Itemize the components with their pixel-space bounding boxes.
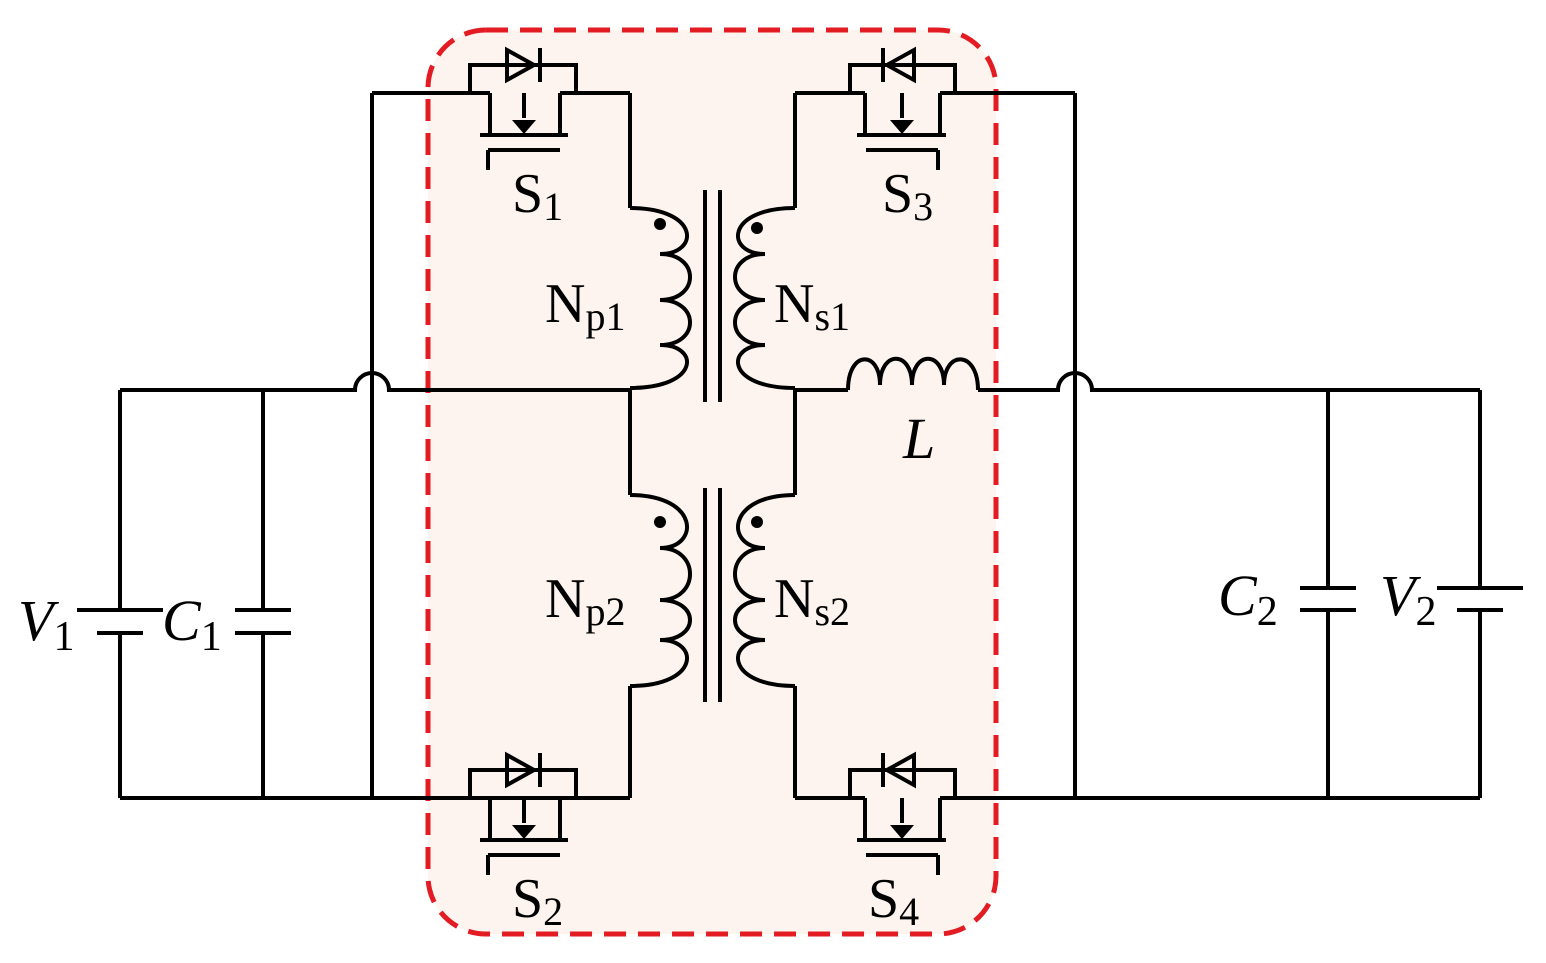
switch-s3 [795, 46, 1075, 170]
s4-diode-icon [882, 751, 916, 789]
right-load-network [1073, 93, 1523, 798]
np1-coil [629, 206, 692, 390]
label-v2: V2 [1380, 563, 1436, 635]
s1-diode-icon [505, 46, 539, 84]
label-s3: S3 [882, 163, 933, 229]
label-s4: S4 [868, 868, 919, 934]
label-c2: C2 [1218, 563, 1278, 635]
label-np1: Np1 [545, 273, 625, 339]
label-inductor: L [902, 406, 935, 471]
primary-windings [628, 93, 692, 798]
np2-dot-marker [654, 516, 666, 528]
label-s2: S2 [512, 868, 563, 934]
np2-coil [629, 493, 692, 688]
s3-diode-icon [882, 46, 916, 84]
left-source-network [77, 93, 630, 800]
ns1-coil [733, 206, 796, 390]
switch-s1 [372, 46, 630, 170]
label-s1: S1 [512, 163, 563, 229]
label-ns1: Ns1 [774, 273, 850, 339]
switch-s4 [795, 751, 1480, 875]
secondary-windings [733, 93, 797, 798]
label-v1: V1 [18, 588, 74, 660]
label-np2: Np2 [545, 568, 625, 634]
ns2-coil [733, 493, 796, 688]
s2-diode-icon [505, 751, 539, 789]
transformer-cores [703, 190, 722, 702]
ns1-dot-marker [751, 222, 763, 234]
label-ns2: Ns2 [774, 568, 850, 634]
highlight-region [425, 27, 999, 937]
label-c1: C1 [162, 588, 222, 660]
switch-s2 [468, 751, 578, 875]
np1-dot-marker [654, 218, 666, 230]
ns2-dot-marker [751, 516, 763, 528]
